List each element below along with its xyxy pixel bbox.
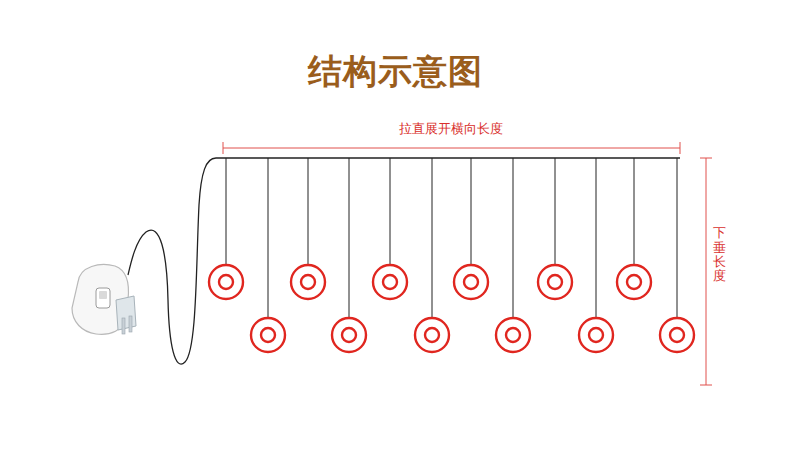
light-string bbox=[373, 158, 407, 299]
light-string bbox=[538, 158, 572, 299]
power-wire bbox=[128, 158, 680, 364]
light-string bbox=[579, 158, 613, 352]
light-string bbox=[251, 158, 285, 352]
light-string bbox=[454, 158, 488, 299]
plug-adapter bbox=[72, 265, 136, 335]
light-string bbox=[291, 158, 325, 299]
light-string bbox=[660, 158, 694, 352]
light-string bbox=[415, 158, 449, 352]
light-string bbox=[496, 158, 530, 352]
light-string bbox=[617, 158, 651, 299]
light-string bbox=[209, 158, 243, 299]
hanging-strings bbox=[209, 158, 694, 352]
diagram-title: 结构示意图 bbox=[308, 49, 483, 95]
light-string bbox=[332, 158, 366, 352]
width-label: 拉直展开横向长度 bbox=[397, 120, 505, 138]
drop-label: 下垂长度 bbox=[711, 226, 728, 283]
width-dimension bbox=[223, 142, 680, 154]
